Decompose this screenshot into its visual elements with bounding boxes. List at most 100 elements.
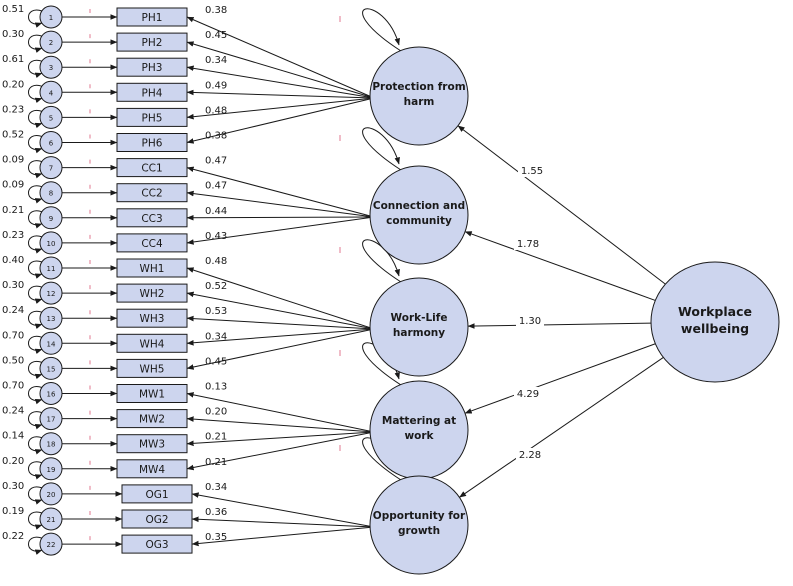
error-variance-value: 0.30 [2,29,24,40]
error-variance-loop [28,84,43,104]
error-term-label: 18 [47,441,56,449]
error-term-node [39,356,63,380]
indicator-box [116,7,188,27]
error-variance-loop [28,386,43,405]
indicator-label: OG2 [145,514,168,526]
indicator-label: OG1 [145,489,168,501]
second-order-path [457,125,666,285]
error-variance-value: 0.14 [2,431,24,442]
error-variance-loop [28,335,43,355]
error-variance-value: 0.22 [2,531,24,542]
second-order-path-value: 4.29 [517,389,539,400]
paths-layer [28,8,666,555]
error-variance-loop [28,461,43,480]
error-variance-value: 0.20 [2,456,24,467]
error-term-node [39,306,63,330]
indicator-box [121,484,193,504]
loading-value: 0.43 [205,231,227,242]
loading-value: 0.48 [205,256,227,267]
error-term-label: 16 [47,391,56,399]
error-variance-value: 0.30 [2,280,24,291]
loading-path [186,392,375,433]
indicator-box [116,333,188,353]
error-term-node [39,80,63,104]
error-term-node [39,131,63,154]
loading-path [191,516,375,528]
indicator-box [116,283,188,303]
error-variance-loop [28,185,43,204]
error-term-label: 22 [47,541,56,549]
error-term-label: 8 [49,190,53,198]
loading-path [186,166,375,218]
indicator-label: PH2 [142,37,163,49]
error-term-node [39,457,63,481]
second-order-path [467,322,652,329]
loading-value: 0.45 [205,30,227,41]
error-term-node [39,507,63,531]
error-variance-value: 0.30 [2,481,24,492]
error-variance-value: 0.70 [2,381,24,392]
indicator-box [116,409,188,429]
error-term-label: 2 [49,39,53,47]
loading-path [186,416,375,433]
indicator-box [116,258,188,278]
error-variance-value: 0.21 [2,205,24,216]
error-term-label: 20 [47,491,56,499]
factor-label-line-2: harmony [393,327,445,339]
indicator-label: MW3 [139,439,165,451]
factor-label-line-1: Protection from [372,81,465,93]
indicator-label: MW2 [139,414,165,426]
error-variance-loop [28,536,43,555]
loading-value: 0.35 [205,532,227,543]
path-label-bg [516,448,544,461]
loading-path [186,41,375,99]
indicator-label: WH3 [140,313,165,325]
factor-label-line-1: Opportunity for [373,510,466,522]
loading-path [186,315,375,330]
path-label-bg [514,237,542,250]
loading-value: 0.49 [205,80,227,91]
indicator-label: WH1 [140,263,165,275]
error-term-label: 17 [47,416,56,424]
loading-path [186,431,375,447]
error-term-node [39,331,63,355]
loading-path [186,89,375,99]
error-term-label: 1 [49,14,53,22]
error-term-node [39,181,63,205]
indicator-box [116,32,188,52]
indicator-box [116,208,188,228]
loading-path [186,291,375,330]
second-order-path-value: 1.55 [521,166,543,177]
indicator-label: PH6 [142,138,163,150]
error-term-label: 6 [49,140,54,148]
error-term-label: 12 [47,290,56,298]
indicator-box [116,107,188,127]
error-variance-loop [28,9,43,28]
error-term-label: 14 [47,340,56,348]
loading-value: 0.34 [205,482,227,493]
error-term-label: 11 [47,265,56,273]
error-term-node [39,281,63,305]
error-variance-loop [28,135,43,154]
loading-value: 0.21 [205,432,227,443]
loading-value: 0.34 [205,55,227,66]
indicator-label: OG3 [145,539,168,551]
error-variance-loop [28,59,43,78]
loading-value: 0.34 [205,331,227,342]
error-term-node [39,30,63,54]
error-term-node [39,105,63,129]
error-variance-value: 0.51 [2,4,24,15]
path-label-bg [514,387,542,400]
second-order-path-value: 1.30 [519,316,541,327]
factor-label-line-1: Work-Life [391,312,448,324]
error-variance-value: 0.19 [2,506,24,517]
error-term-label: 10 [47,240,56,248]
error-variance-value: 0.09 [2,180,24,191]
second-order-path-value: 1.78 [517,239,539,250]
loading-path [186,214,375,221]
error-variance-value: 0.40 [2,255,24,266]
error-variance-value: 0.23 [2,104,24,115]
latent-factor-node [369,46,469,146]
second-order-path [464,343,656,414]
error-variance-value: 0.20 [2,79,24,90]
